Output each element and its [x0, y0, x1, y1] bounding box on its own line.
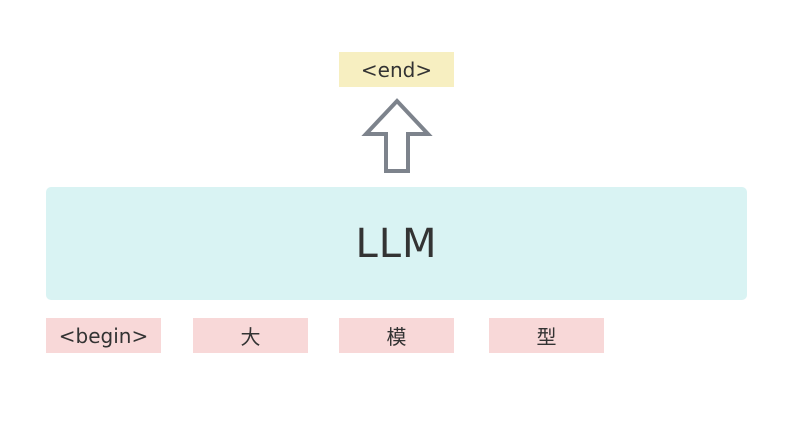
llm-label: LLM — [355, 220, 438, 267]
output-token-end: <end> — [339, 52, 454, 87]
input-token-mo: 模 — [339, 318, 454, 353]
up-arrow-icon — [361, 98, 433, 173]
input-token-begin: <begin> — [46, 318, 161, 353]
llm-model-box: LLM — [46, 187, 747, 300]
input-token-da: 大 — [193, 318, 308, 353]
input-token-xing: 型 — [489, 318, 604, 353]
